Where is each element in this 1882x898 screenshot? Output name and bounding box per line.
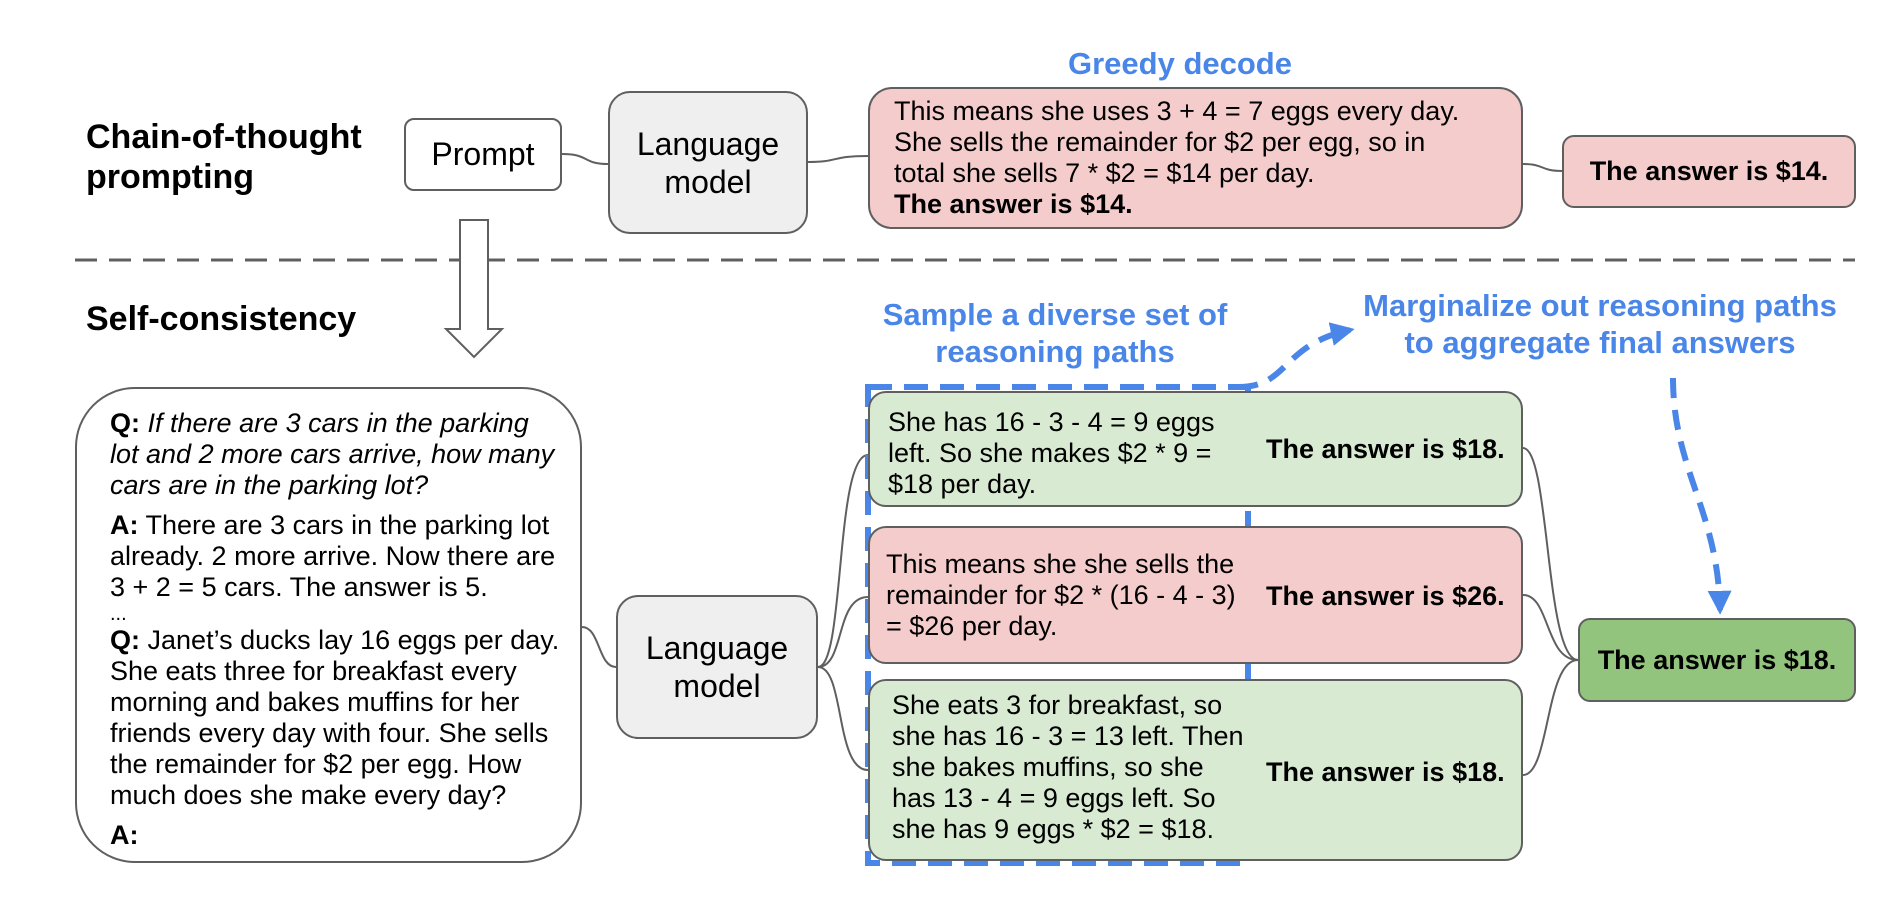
connector-prompt-lm-bottom — [581, 626, 617, 668]
q2-line: Q: Janet’s ducks lay 16 eggs per day. — [110, 625, 580, 656]
final-answer-box: The answer is $18. — [1578, 618, 1856, 702]
spacer — [110, 501, 580, 510]
text-line: She eats 3 for breakfast, so — [892, 690, 1223, 720]
connector-lm-path3 — [817, 666, 869, 771]
text-line: This means she she sells the — [886, 549, 1235, 579]
label-line: reasoning paths — [935, 334, 1175, 369]
label-line: prompting — [86, 158, 255, 196]
greedy-answer-box: The answer is $14. — [1562, 135, 1856, 208]
text-line: She sells the remainder for $2 per egg, … — [894, 127, 1426, 157]
text-line: 3 + 2 = 5 cars. The answer is 5. — [110, 572, 488, 602]
down-arrow-icon — [443, 219, 505, 359]
lm-label-line: model — [664, 163, 752, 200]
greedy-output-box: This means she uses 3 + 4 = 7 eggs every… — [868, 87, 1523, 229]
text-line: = $26 per day. — [886, 611, 1058, 641]
blue-dashed-arrow-icon — [1237, 322, 1355, 390]
language-model-top: Language model — [608, 91, 808, 234]
q-label: Q: — [110, 408, 140, 438]
connector-lm-path2 — [817, 596, 869, 668]
path-answer: The answer is $26. — [1266, 581, 1505, 611]
text-line: already. 2 more arrive. Now there are — [110, 541, 556, 571]
sample-paths-label: Sample a diverse set of reasoning paths — [860, 296, 1250, 370]
self-consistency-label: Self-consistency — [86, 300, 357, 338]
connector-path1-final — [1522, 447, 1579, 661]
prompt-text: Q: If there are 3 cars in the parking lo… — [110, 408, 580, 851]
greedy-decode-label: Greedy decode — [1068, 46, 1292, 81]
text-line: remainder for $2 * (16 - 4 - 3) — [886, 580, 1236, 610]
text-line: $18 per day. — [888, 469, 1037, 499]
lm-label-line: Language — [645, 630, 789, 666]
language-model-bottom: Language model — [616, 595, 818, 739]
text-line: total she sells 7 * $2 = $14 per day. — [894, 158, 1315, 188]
reasoning-path-3: She eats 3 for breakfast, so she has 16 … — [868, 679, 1523, 861]
connector-greedy-answer — [1522, 163, 1563, 172]
text-line: lot and 2 more cars arrive, how many — [110, 439, 555, 469]
connector-lm-path1 — [817, 454, 869, 668]
chain-of-thought-label: Chain-of-thought prompting — [86, 117, 416, 197]
answer-text: The answer is $14. — [1589, 156, 1829, 186]
lm-label-line: model — [673, 668, 761, 704]
a1-line: A: There are 3 cars in the parking lot — [110, 510, 580, 541]
connector-path3-final — [1522, 659, 1579, 776]
q1-line: Q: If there are 3 cars in the parking — [110, 408, 580, 439]
greedy-output-text: This means she uses 3 + 4 = 7 eggs every… — [894, 96, 1459, 220]
lm-label-line: Language — [636, 125, 780, 162]
path-answer: The answer is $18. — [1266, 434, 1505, 464]
text-line: has 13 - 4 = 9 eggs left. So — [892, 783, 1216, 813]
text-line: She eats three for breakfast every — [110, 656, 517, 686]
text-line: she bakes muffins, so she — [892, 752, 1204, 782]
text-line: There are 3 cars in the parking lot — [145, 510, 550, 540]
text-line: She has 16 - 3 - 4 = 9 eggs — [888, 407, 1215, 437]
text-line: If there are 3 cars in the parking — [147, 408, 529, 438]
prompt-box: Prompt — [404, 118, 562, 191]
path-answer: The answer is $18. — [1266, 757, 1505, 787]
path-text: She eats 3 for breakfast, so she has 16 … — [892, 690, 1252, 845]
prompt-label: Prompt — [431, 136, 535, 172]
text-line: This means she uses 3 + 4 = 7 eggs every… — [894, 96, 1460, 126]
label-line: Marginalize out reasoning paths — [1363, 288, 1837, 323]
text-line: The answer is $14. — [894, 189, 1133, 219]
label-line: Sample a diverse set of — [882, 297, 1228, 332]
q-label: Q: — [110, 625, 140, 655]
text-line: friends every day with four. She sells — [110, 718, 549, 748]
reasoning-path-2: This means she she sells the remainder f… — [868, 526, 1523, 664]
label-line: to aggregate final answers — [1404, 325, 1796, 360]
a-label: A: — [110, 820, 139, 850]
text-line: morning and bakes muffins for her — [110, 687, 520, 717]
reasoning-path-1: She has 16 - 3 - 4 = 9 eggs left. So she… — [868, 391, 1523, 507]
spacer — [110, 811, 580, 820]
label-line: Chain-of-thought — [86, 118, 362, 156]
path-text: This means she she sells the remainder f… — [886, 549, 1256, 642]
text-line: the remainder for $2 per egg. How — [110, 749, 522, 779]
text-line: she has 16 - 3 = 13 left. Then — [892, 721, 1244, 751]
path-text: She has 16 - 3 - 4 = 9 eggs left. So she… — [888, 407, 1238, 500]
text-line: left. So she makes $2 * 9 = — [888, 438, 1212, 468]
final-answer-text: The answer is $18. — [1597, 644, 1837, 675]
connector-lm-greedy — [807, 155, 869, 163]
connector-prompt-lm — [561, 153, 609, 165]
connector-path2-final — [1522, 594, 1579, 661]
text-line: cars are in the parking lot? — [110, 470, 429, 500]
ellipsis: ... — [110, 603, 127, 625]
a-label: A: — [110, 510, 139, 540]
text-line: Janet’s ducks lay 16 eggs per day. — [147, 625, 560, 655]
marginalize-label: Marginalize out reasoning paths to aggre… — [1340, 287, 1860, 361]
few-shot-prompt-box: Q: If there are 3 cars in the parking lo… — [75, 387, 582, 863]
text-line: she has 9 eggs * $2 = $18. — [892, 814, 1214, 844]
blue-dashed-down-arrow-icon — [1670, 377, 1732, 615]
text-line: much does she make every day? — [110, 780, 507, 810]
